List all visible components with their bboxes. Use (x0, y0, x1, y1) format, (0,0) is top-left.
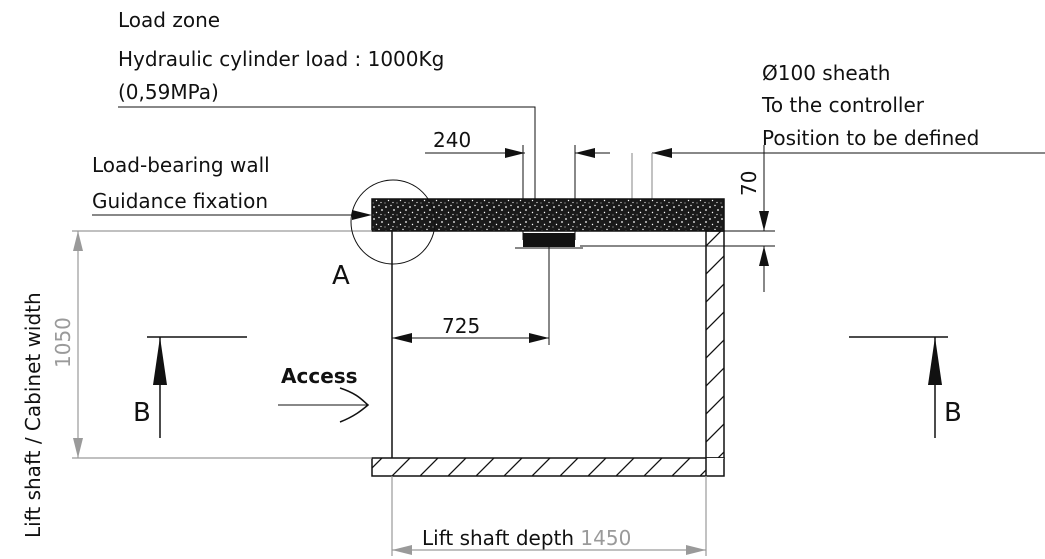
section-b-right-arrow (928, 337, 942, 385)
corner-cut (706, 458, 724, 476)
detail-a-circle (350, 179, 436, 265)
depth-label: Lift shaft depth 1450 (422, 526, 631, 550)
section-b-left-arrow (153, 337, 167, 385)
load-zone-text: Load zone (118, 8, 220, 32)
section-b-right-label: B (944, 398, 962, 428)
dim-1050-arrow-bottom (73, 438, 83, 458)
dim-1450-text: 1450 (580, 526, 631, 550)
dim-240-text: 240 (433, 128, 471, 152)
sheath-leader-arrow (652, 148, 672, 158)
dim-70-arrow-bottom (759, 246, 769, 266)
dim-1450-arrow-right (686, 545, 706, 555)
dim-240-right-arrow (575, 148, 595, 158)
dim-1050-text: 1050 (51, 317, 75, 368)
to-controller-text: To the controller (761, 93, 925, 117)
dim-70-text: 70 (737, 171, 761, 196)
access-arrow-head (339, 387, 370, 423)
vertical-cabinet-label: Lift shaft / Cabinet width (21, 292, 45, 538)
dim-725-arrow-left (392, 333, 412, 343)
dim-240-left-arrow (505, 148, 525, 158)
dim-1050-arrow-top (73, 231, 83, 251)
dim-725-arrow-right (529, 333, 549, 343)
guidance-fixation-text: Guidance fixation (92, 189, 268, 213)
dim-1450-arrow-left (392, 545, 412, 555)
bottom-hatched-wall (371, 457, 725, 477)
hydraulic-load-text: Hydraulic cylinder load : 1000Kg (118, 47, 444, 71)
load-bearing-wall (371, 198, 725, 232)
sheath-text: Ø100 sheath (762, 61, 890, 85)
load-bearing-wall-text: Load-bearing wall (92, 153, 270, 177)
hydraulic-plate (523, 233, 575, 247)
section-b-left-label: B (133, 398, 151, 428)
access-label: Access (281, 364, 358, 388)
pressure-text: (0,59MPa) (118, 80, 219, 104)
right-hatched-wall (705, 230, 725, 459)
dim-725-text: 725 (442, 314, 480, 338)
load-zone-leader (118, 106, 536, 205)
position-defined-text: Position to be defined (762, 126, 979, 150)
guidance-leader-arrow (352, 210, 372, 220)
dim-70-arrow-top (759, 211, 769, 231)
detail-a-label: A (332, 261, 350, 291)
